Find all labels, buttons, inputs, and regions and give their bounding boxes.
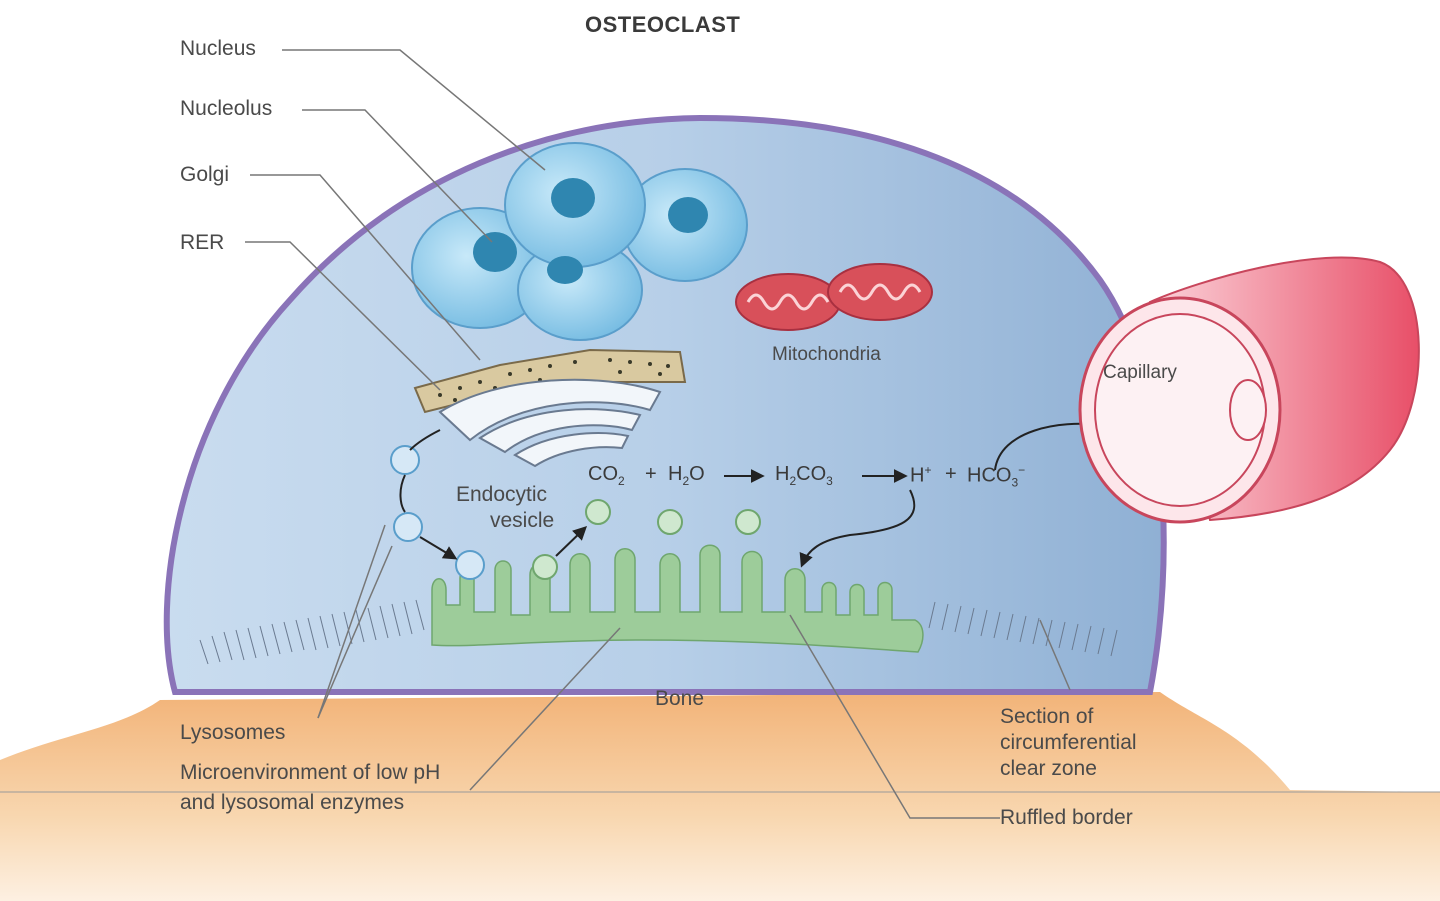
- equation-h2co3: H2CO3: [775, 463, 833, 488]
- label-mitochondria: Mitochondria: [772, 344, 881, 365]
- label-capillary: Capillary: [1103, 362, 1177, 383]
- label-nucleus: Nucleus: [180, 37, 256, 60]
- lysosome-1: [390, 445, 420, 475]
- label-microenvironment-1: Microenvironment of low pH: [180, 761, 441, 784]
- mitochondrion-1: [735, 273, 841, 331]
- ruffled-border: [431, 544, 924, 653]
- nucleolus-3: [668, 197, 708, 233]
- nucleolus-4: [551, 178, 595, 218]
- label-bone: Bone: [655, 687, 705, 710]
- label-nucleolus: Nucleolus: [180, 97, 273, 120]
- diagram-title: OSTEOCLAST: [585, 12, 741, 37]
- equation-hco3: HCO3−: [967, 463, 1026, 490]
- mitochondria-group: [735, 263, 933, 331]
- equation-co2: CO2: [588, 463, 625, 488]
- lysosome-2: [393, 512, 423, 542]
- equation-plus-2: +: [945, 463, 957, 485]
- nucleolus-1: [473, 232, 517, 272]
- mitochondrion-2: [827, 263, 933, 321]
- label-lysosomes: Lysosomes: [180, 721, 286, 744]
- label-clear-zone-3: clear zone: [1000, 757, 1097, 780]
- lysosome-3: [455, 550, 485, 580]
- endocytic-vesicle-1: [532, 554, 558, 580]
- nuclei-group: [411, 142, 748, 341]
- vesicles-group: [390, 445, 761, 580]
- endocytic-vesicle-2: [585, 499, 611, 525]
- label-clear-zone-2: circumferential: [1000, 731, 1137, 754]
- capillary-group: [1078, 256, 1420, 524]
- label-microenvironment-2: and lysosomal enzymes: [180, 791, 405, 814]
- endocytic-vesicle-3: [657, 509, 683, 535]
- rer-golgi-group: [413, 348, 687, 468]
- bone-region: [0, 692, 1440, 901]
- label-endocytic-vesicle-2: vesicle: [490, 509, 555, 532]
- label-clear-zone-1: Section of: [1000, 705, 1094, 728]
- label-golgi: Golgi: [180, 163, 230, 186]
- equation-h2o: H2O: [668, 463, 705, 488]
- label-rer: RER: [180, 231, 225, 254]
- endocytic-vesicle-4: [735, 509, 761, 535]
- capillary-cell: [1229, 379, 1267, 441]
- equation-h-ion: H+: [910, 463, 932, 487]
- label-ruffled-border: Ruffled border: [1000, 806, 1133, 829]
- clear-zone-hatch: [199, 599, 1118, 665]
- nucleolus-2: [547, 256, 583, 284]
- label-endocytic-vesicle-1: Endocytic: [456, 483, 548, 506]
- golgi-icon: [438, 378, 662, 442]
- leader-lines: [245, 49, 1071, 819]
- equation-plus-1: +: [645, 463, 657, 485]
